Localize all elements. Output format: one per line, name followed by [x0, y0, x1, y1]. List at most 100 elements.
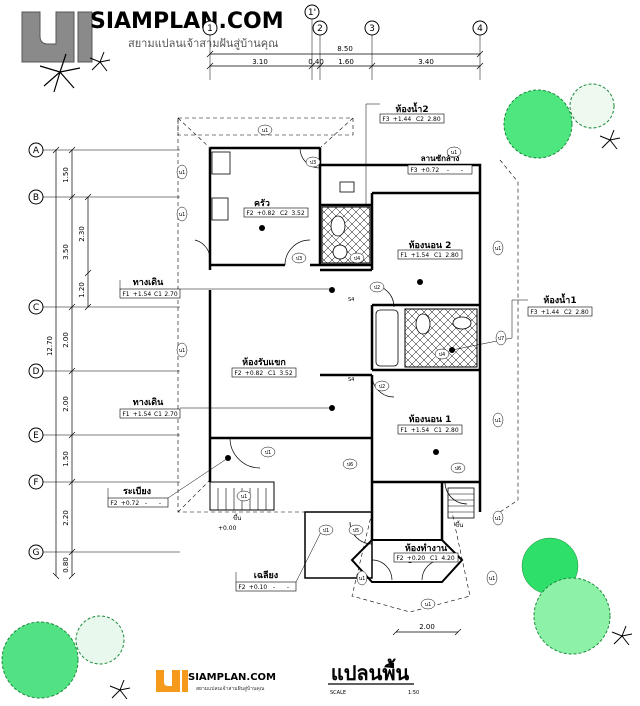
- grid-col-3: 3: [369, 24, 375, 34]
- room-label-bedroom-2: ห้องนอน 2 F1 +1.54 C1 2.80: [397, 240, 463, 260]
- svg-text:C1: C1: [434, 252, 442, 259]
- room-name: ห้องน้ำ1: [543, 293, 576, 306]
- logo-text: SIAMPLAN.COM: [90, 9, 284, 34]
- door-tag: ป6: [455, 466, 461, 472]
- svg-text:+0.20: +0.20: [407, 555, 426, 562]
- room-label-porch: เฉลียง F2 +0.10 - -: [235, 529, 323, 592]
- svg-text:-: -: [159, 500, 161, 507]
- room-name: ห้องทำงาน: [405, 543, 448, 554]
- svg-text:+1.54: +1.54: [133, 291, 152, 298]
- svg-text:+1.44: +1.44: [541, 309, 560, 316]
- svg-text:C2: C2: [280, 210, 288, 217]
- grid-col-1p: 1': [308, 8, 316, 18]
- washer-icon: [339, 181, 355, 193]
- room-label-study: ห้องทำงาน F2 +0.20 C1 4.20: [393, 543, 459, 563]
- palm-icon: [611, 625, 633, 646]
- room-label-kitchen: ครัว F2 +0.82 C2 3.52: [243, 198, 309, 218]
- room-name: ห้องรับแขก: [242, 357, 286, 368]
- grid-row-a: A: [33, 146, 40, 156]
- door-tag: ป2: [374, 285, 380, 291]
- svg-text:-: -: [447, 167, 449, 174]
- room-name: ห้องนอน 1: [409, 414, 452, 425]
- door-tag: ป7: [498, 336, 504, 342]
- room-name: ทางเดิน: [133, 397, 164, 408]
- room-name: ห้องนอน 2: [409, 240, 452, 251]
- stair-label: ขึ้น: [455, 519, 463, 529]
- svg-text:F1: F1: [400, 252, 407, 259]
- svg-text:-: -: [145, 500, 147, 507]
- grid-row-f: F: [33, 478, 38, 488]
- footer-tagline: สยามแปลนเจ้าสามฝันสู่บ้านคุณ: [196, 685, 265, 692]
- svg-text:C1: C1: [268, 370, 276, 377]
- landscape: [1, 51, 633, 700]
- basin-icon: [452, 316, 472, 330]
- bottom-dimension: [392, 628, 462, 636]
- grid-row-d: D: [33, 367, 40, 377]
- grid-col-4: 4: [477, 24, 483, 34]
- door-tag: ป1: [323, 528, 329, 534]
- footer-logo-text: SIAMPLAN.COM: [188, 672, 276, 683]
- svg-text:C1: C1: [154, 291, 162, 298]
- door-tag: ป5: [353, 528, 359, 534]
- bathtub-icon: [375, 309, 399, 367]
- toilet-icon: [330, 215, 346, 237]
- palm-icon: [39, 53, 81, 93]
- palm-icon: [109, 679, 131, 700]
- grid-row-c: C: [33, 303, 39, 313]
- window-tag: น1: [262, 128, 269, 134]
- room-name: เฉลียง: [254, 570, 278, 581]
- svg-text:C1: C1: [434, 427, 442, 434]
- svg-text:+0.82: +0.82: [245, 370, 264, 377]
- svg-text:F3: F3: [530, 309, 537, 316]
- window-tag: น1: [495, 516, 502, 522]
- tree-icon: [533, 577, 611, 655]
- room-lvl: +1.44: [393, 116, 412, 123]
- basin-icon: [332, 244, 348, 260]
- level-zero: +0.00: [218, 525, 237, 532]
- door-tag: ป4: [439, 352, 445, 358]
- svg-text:2.70: 2.70: [164, 291, 178, 298]
- window-tag: น1: [425, 602, 432, 608]
- room-name: ทางเดิน: [133, 277, 164, 288]
- window-tag: น1: [489, 576, 496, 582]
- window-tag: น1: [359, 576, 366, 582]
- window-tag: น1: [495, 246, 502, 252]
- palm-icon: [89, 51, 111, 72]
- study-bay: [350, 539, 464, 583]
- opening-tags: น1 น1 น1 น1 น1 น1 น1 น1 น1 น1 น1 น1 ป3 ป…: [176, 124, 507, 610]
- drawing-title: แปลนพื้น: [331, 658, 410, 685]
- room-label-corridor-1: ทางเดิน F1 +1.54 C1 2.70: [119, 277, 332, 299]
- svg-text:F2: F2: [396, 555, 403, 562]
- svg-text:+0.82: +0.82: [257, 210, 276, 217]
- brand-logo: SIAMPLAN.COM สยามแปลนเจ้าสามฝันสู่บ้านคุ…: [21, 9, 284, 63]
- dim-left-seg: 2.00: [62, 396, 70, 412]
- grid-row-b: B: [33, 193, 39, 203]
- window-tag: น1: [179, 348, 186, 354]
- svg-text:2.80: 2.80: [575, 309, 589, 316]
- door-tag: ป3: [296, 256, 302, 262]
- room-label-bath-1: ห้องน้ำ1 F3 +1.44 C2 2.80: [451, 293, 593, 351]
- toilet-icon: [415, 313, 431, 335]
- dim-left-seg: 0.80: [62, 557, 70, 573]
- dim-left-seg: 2.20: [62, 510, 70, 526]
- room-label-corridor-2: ทางเดิน F1 +1.54 C1 2.70: [119, 397, 332, 419]
- stair-label: ขึ้น: [233, 512, 241, 522]
- grid-row-g: G: [33, 548, 40, 558]
- dim-left-total: 12.70: [46, 336, 54, 356]
- svg-text:2.80: 2.80: [445, 427, 459, 434]
- window-tag: น1: [179, 212, 186, 218]
- grid-col-1: 1: [207, 24, 213, 34]
- dim-left-inner: 1.20: [78, 282, 86, 298]
- stair: [447, 487, 475, 519]
- top-dimensions: [206, 50, 484, 70]
- logo-mark-icon: [156, 670, 180, 692]
- dim-left-seg: 3.50: [62, 244, 70, 260]
- svg-text:-: -: [287, 584, 289, 591]
- svg-text:F2: F2: [110, 500, 117, 507]
- room-f: F3: [382, 116, 389, 123]
- room-name: ระเบียง: [123, 486, 151, 497]
- dim-left-seg: 1.50: [62, 167, 70, 183]
- svg-text:F2: F2: [246, 210, 253, 217]
- grid-bubbles: [28, 4, 488, 560]
